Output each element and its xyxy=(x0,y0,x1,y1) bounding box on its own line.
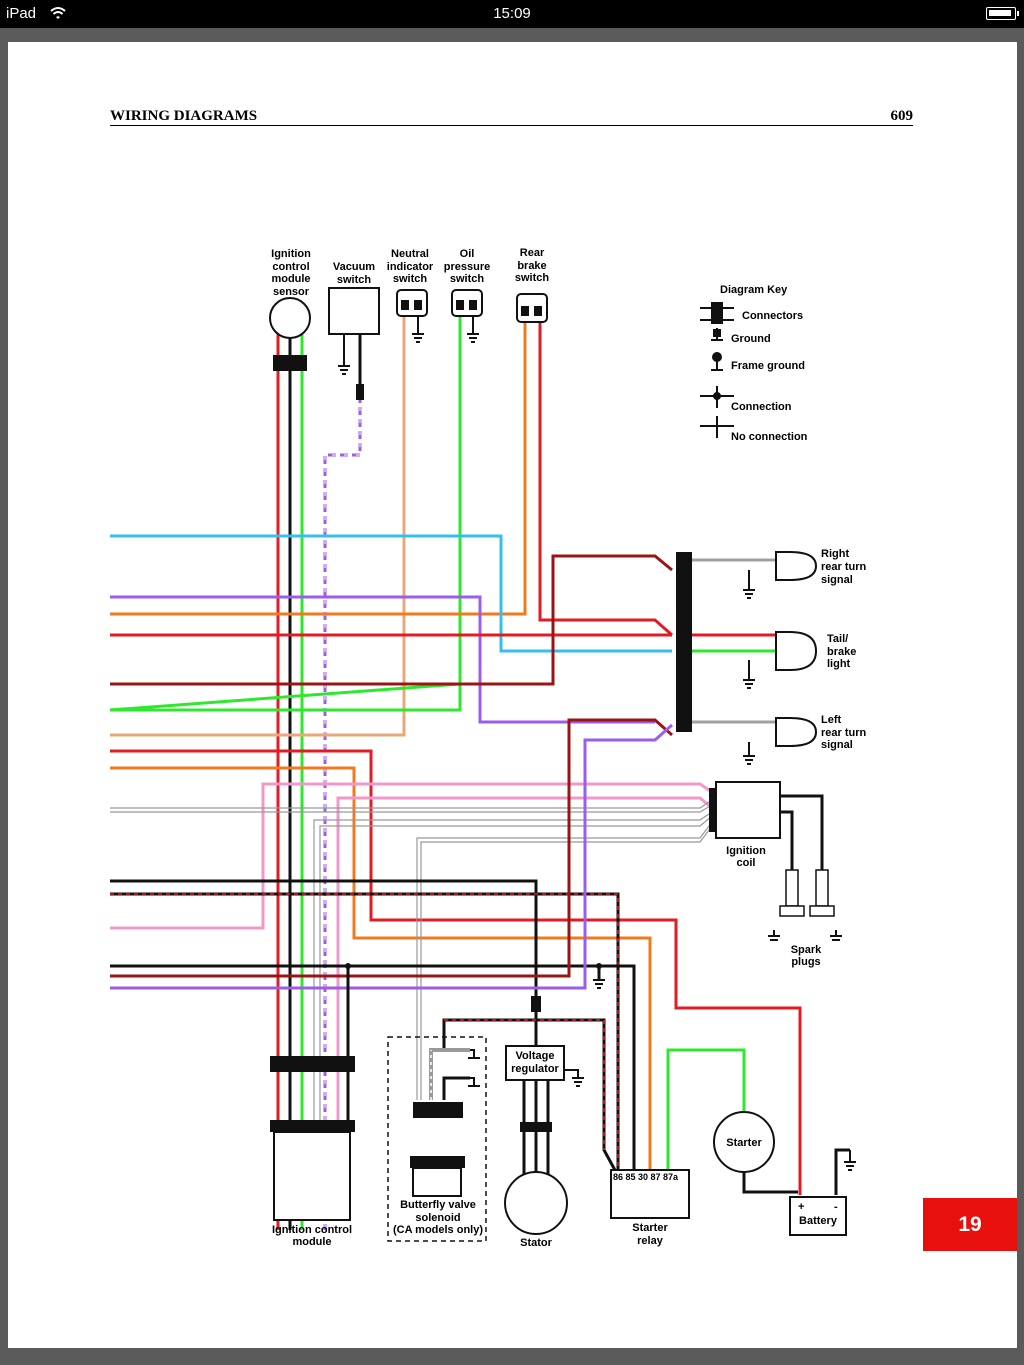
svg-text:(CA models only): (CA models only) xyxy=(393,1224,483,1236)
starter-icon xyxy=(713,1111,775,1173)
icm-box xyxy=(273,1131,351,1221)
svg-text:switch: switch xyxy=(450,273,485,285)
wire-pink2 xyxy=(336,796,713,1120)
wire-orange-brake xyxy=(110,322,527,616)
svg-text:relay: relay xyxy=(637,1235,664,1247)
svg-text:module: module xyxy=(292,1236,331,1248)
icm-sensor-icon xyxy=(269,297,311,339)
svg-text:brake: brake xyxy=(827,646,856,658)
svg-text:pressure: pressure xyxy=(444,261,490,273)
svg-text:plugs: plugs xyxy=(791,956,820,968)
wire-green-starter xyxy=(666,1048,746,1172)
label-relay: Starter xyxy=(632,1222,668,1234)
wire-black-low1 xyxy=(110,879,538,1050)
svg-text:indicator: indicator xyxy=(387,261,434,273)
wire-red-brake xyxy=(538,322,673,637)
document-page[interactable]: WIRING DIAGRAMS 609 xyxy=(8,42,1017,1348)
svg-text:sensor: sensor xyxy=(273,286,310,298)
spark-plug-2 xyxy=(815,869,829,907)
key-title: Diagram Key xyxy=(720,284,788,296)
svg-text:solenoid: solenoid xyxy=(415,1212,460,1224)
battery-icon xyxy=(986,7,1019,20)
ignition-coil-icon xyxy=(715,781,781,839)
svg-text:light: light xyxy=(827,658,851,670)
svg-text:rear turn: rear turn xyxy=(821,727,867,739)
page-number: 609 xyxy=(890,108,914,124)
relay-pins: 86 85 30 87 87a xyxy=(613,1172,679,1182)
svg-text:switch: switch xyxy=(515,272,550,284)
label-icm-sensor-1: Ignition xyxy=(271,248,311,260)
vacuum-switch-icon xyxy=(328,287,380,335)
label-right-turn: Right xyxy=(821,548,849,560)
spark-plug-1 xyxy=(785,869,799,907)
wire-tan-neutral xyxy=(110,316,406,737)
label-neutral: Neutral xyxy=(391,248,429,260)
svg-text:coil: coil xyxy=(737,857,756,869)
svg-text:signal: signal xyxy=(821,739,853,751)
right-turn-bulb xyxy=(775,551,818,581)
label-rear-brake: Rear xyxy=(520,247,545,259)
chapter-tab[interactable]: 19 xyxy=(923,1198,1017,1251)
label-vacuum: Vacuum xyxy=(333,261,375,273)
key-connectors: Connectors xyxy=(742,310,803,322)
svg-text:switch: switch xyxy=(337,274,372,286)
svg-text:signal: signal xyxy=(821,574,853,586)
tail-bulb xyxy=(775,631,818,671)
svg-text:module: module xyxy=(271,273,310,285)
label-battery: Battery xyxy=(799,1215,838,1227)
wire-darkred-low xyxy=(110,718,673,978)
label-tail: Tail/ xyxy=(827,633,848,645)
wire-black-low2 xyxy=(110,964,636,1172)
wifi-icon xyxy=(50,7,66,19)
starter-relay-box xyxy=(610,1169,690,1219)
wire-purple-low xyxy=(110,723,673,990)
svg-text:switch: switch xyxy=(393,273,428,285)
label-oil: Oil xyxy=(460,248,475,260)
wire-pink xyxy=(110,782,713,930)
butterfly-solenoid-box xyxy=(412,1167,462,1197)
key-frame-ground: Frame ground xyxy=(731,360,805,372)
wire-vacuum-white xyxy=(324,395,361,1230)
stator-icon xyxy=(504,1171,568,1235)
label-vreg: Voltage xyxy=(516,1050,555,1062)
wire-cyan xyxy=(110,534,672,653)
label-stator: Stator xyxy=(520,1237,553,1249)
battery-plus: + xyxy=(798,1201,804,1213)
label-starter: Starter xyxy=(726,1137,762,1149)
svg-text:rear turn: rear turn xyxy=(821,561,867,573)
diagram-key xyxy=(700,302,734,438)
key-connection: Connection xyxy=(731,401,792,413)
vreg-box xyxy=(505,1045,565,1081)
label-icm: Ignition control xyxy=(272,1224,352,1236)
wire-green-oil xyxy=(109,316,462,712)
page-title: WIRING DIAGRAMS xyxy=(110,108,258,124)
battery-box xyxy=(789,1196,847,1236)
label-left-turn: Left xyxy=(821,714,842,726)
key-no-connection: No connection xyxy=(731,431,808,443)
page-header: WIRING DIAGRAMS 609 xyxy=(110,105,913,126)
label-butterfly: Butterfly valve xyxy=(400,1199,476,1211)
svg-text:brake: brake xyxy=(517,260,546,272)
svg-text:regulator: regulator xyxy=(511,1063,559,1075)
wire-orange-low xyxy=(110,766,652,1172)
device-name: iPad xyxy=(6,5,37,22)
key-ground: Ground xyxy=(731,333,771,345)
left-turn-bulb xyxy=(775,717,818,747)
label-ign-coil: Ignition xyxy=(726,845,766,857)
wire-darkred-mid xyxy=(110,554,673,686)
battery-minus: - xyxy=(834,1201,838,1213)
status-bar: iPad 15:09 xyxy=(0,0,1024,28)
wire-red-low xyxy=(110,749,802,1195)
svg-text:control: control xyxy=(272,261,309,273)
label-spark: Spark xyxy=(791,944,822,956)
clock: 15:09 xyxy=(493,5,531,22)
